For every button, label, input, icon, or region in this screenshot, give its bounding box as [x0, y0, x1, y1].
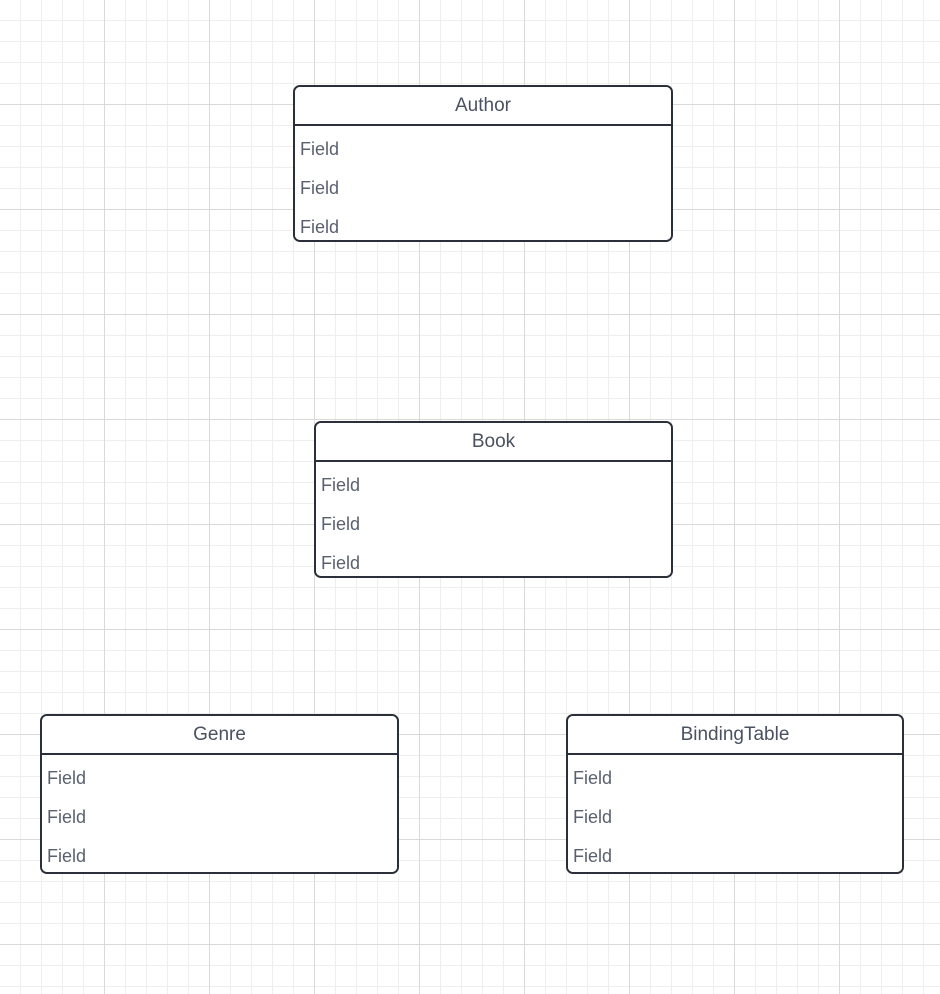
entity-field[interactable]: Field — [573, 846, 613, 866]
entity-title[interactable]: Book — [316, 423, 671, 462]
entity-title[interactable]: BindingTable — [568, 716, 902, 755]
entity-field[interactable]: Field — [321, 553, 361, 573]
entity-field[interactable]: Field — [300, 178, 340, 198]
entity-field[interactable]: Field — [47, 846, 87, 866]
entity-field[interactable]: Field — [47, 768, 87, 788]
entity-field[interactable]: Field — [300, 139, 340, 159]
entity-field[interactable]: Field — [321, 475, 361, 495]
entity-field[interactable]: Field — [300, 217, 340, 237]
entity-field[interactable]: Field — [573, 768, 613, 788]
entity-field[interactable]: Field — [47, 807, 87, 827]
entity-field[interactable]: Field — [573, 807, 613, 827]
entity-title[interactable]: Genre — [42, 716, 397, 755]
entity-title[interactable]: Author — [295, 87, 671, 126]
entity-field[interactable]: Field — [321, 514, 361, 534]
